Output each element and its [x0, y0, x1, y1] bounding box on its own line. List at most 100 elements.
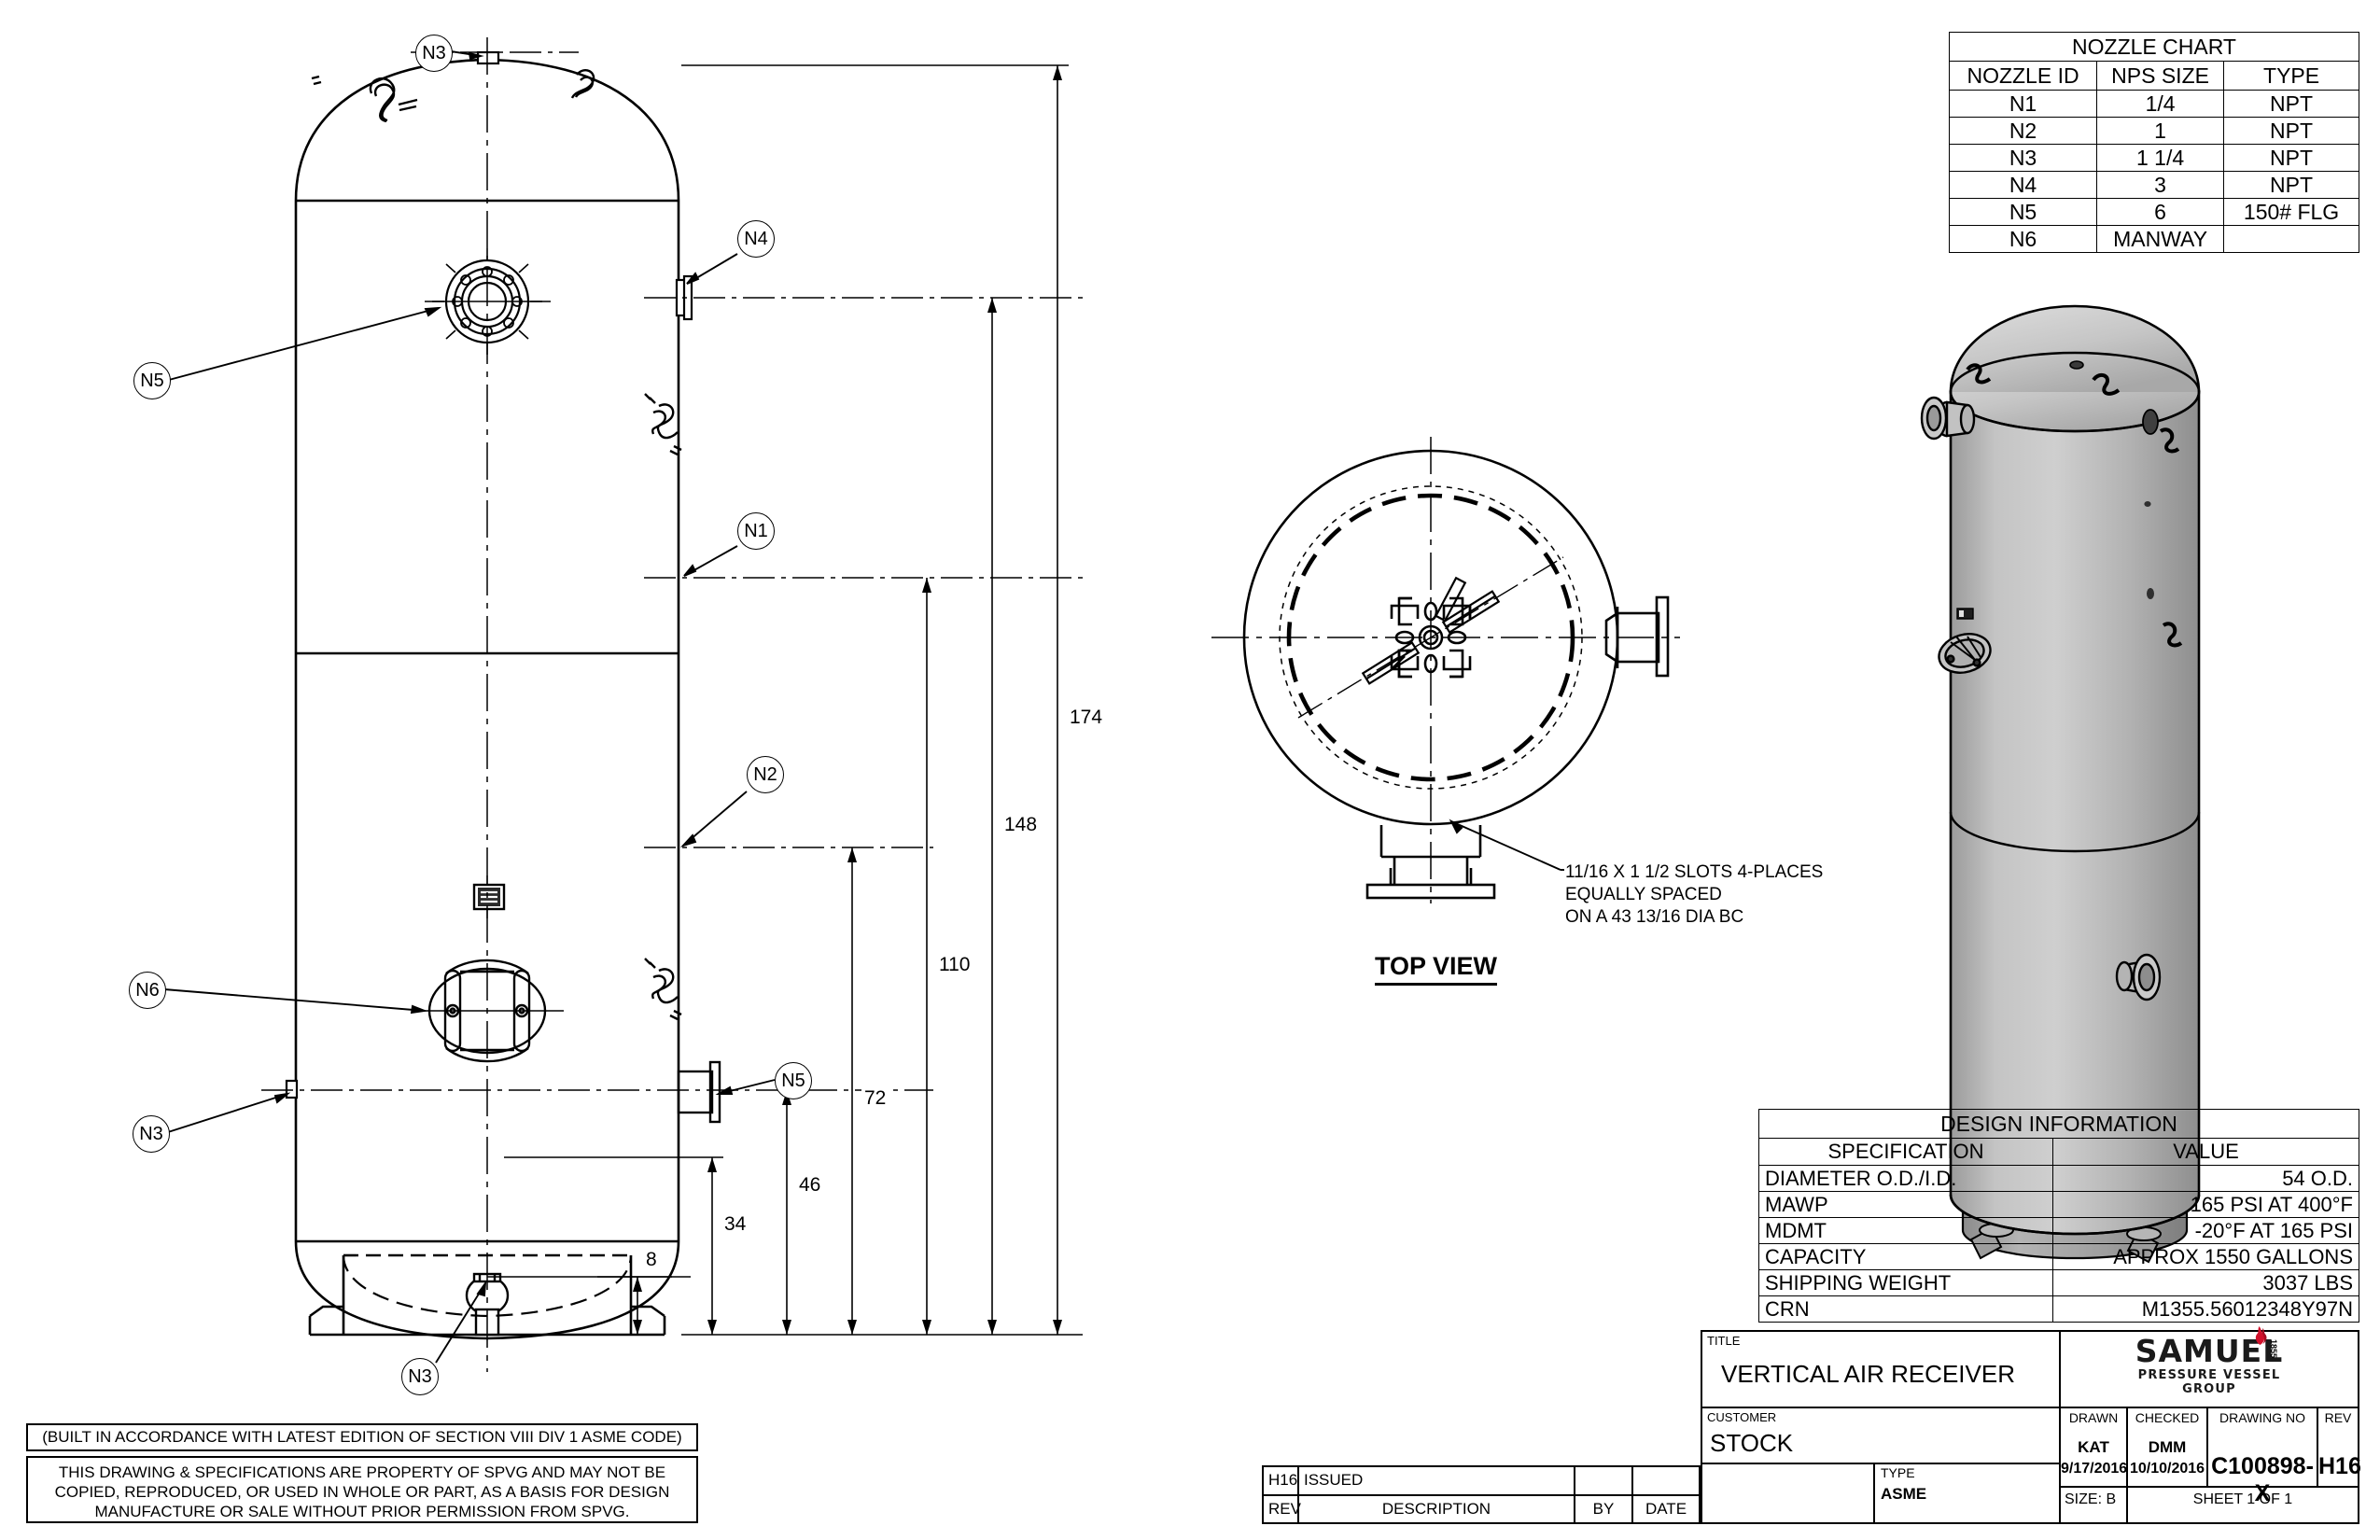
- drawing-title: VERTICAL AIR RECEIVER: [1721, 1360, 2015, 1388]
- sheet-label: SHEET 1 OF 1: [2192, 1491, 2293, 1507]
- rev-value: H16: [2318, 1453, 2361, 1479]
- balloon-n1-side[interactable]: N1: [737, 512, 775, 550]
- spec-value: 54 O.D.: [2052, 1165, 2359, 1192]
- slot-note: 11/16 X 1 1/2 SLOTS 4-PLACES EQUALLY SPA…: [1565, 862, 1824, 927]
- spec-label: MDMT: [1757, 1217, 2054, 1244]
- rev-row-description: ISSUED: [1304, 1471, 1364, 1489]
- size-cell: SIZE: B: [2061, 1488, 2128, 1522]
- balloon-n2-side[interactable]: N2: [747, 756, 784, 793]
- drawn-date: 9/17/2016: [2061, 1461, 2128, 1477]
- type-cell: TYPE ASME: [1875, 1463, 2059, 1522]
- sheet-cell: SHEET 1 OF 1: [2128, 1488, 2358, 1522]
- table-row: N6 MANWAY: [1948, 225, 2359, 253]
- nozzle-size: 6: [2096, 198, 2225, 226]
- asme-code-note-text: (BUILT IN ACCORDANCE WITH LATEST EDITION…: [42, 1428, 682, 1446]
- revision-block: H16 ISSUED REV DESCRIPTION BY DATE: [1262, 1465, 1701, 1524]
- balloon-n5-lower-flange[interactable]: N5: [775, 1062, 812, 1099]
- design-info-header-value: VALUE: [2052, 1138, 2359, 1166]
- rev-header-by: BY: [1592, 1499, 1615, 1518]
- nozzle-id: N4: [1948, 171, 2098, 199]
- nozzle-id: N6: [1948, 225, 2098, 253]
- rev-header-description: DESCRIPTION: [1381, 1499, 1491, 1518]
- balloon-n6-manway[interactable]: N6: [129, 972, 166, 1009]
- table-row: N3 1 1/4 NPT: [1948, 144, 2359, 172]
- dim-to-n5: 46: [796, 1174, 824, 1197]
- rev-header-date: DATE: [1645, 1499, 1687, 1518]
- nozzle-type: [2223, 225, 2359, 253]
- drawing-number-cell: DRAWING NO C100898-X: [2208, 1408, 2318, 1506]
- nozzle-chart-header-size: NPS SIZE: [2096, 61, 2225, 91]
- checked-cell: CHECKED DMM 10/10/2016: [2128, 1408, 2208, 1486]
- table-row: MAWP 165 PSI AT 400°F: [1757, 1191, 2359, 1218]
- nozzle-chart: NOZZLE CHART NOZZLE ID NPS SIZE TYPE N1 …: [1948, 32, 2359, 253]
- balloon-n3-side[interactable]: N3: [133, 1115, 170, 1153]
- design-information-table: DESIGN INFORMATION SPECIFICATION VALUE D…: [1757, 1109, 2359, 1323]
- dim-to-n2: 72: [861, 1087, 889, 1110]
- nozzle-id: N5: [1948, 198, 2098, 226]
- title-block: TITLE VERTICAL AIR RECEIVER CUSTOMER STO…: [1701, 1326, 2361, 1524]
- drawn-by: KAT: [2078, 1438, 2109, 1456]
- nozzle-size: 1/4: [2096, 90, 2225, 118]
- spec-label: CRN: [1757, 1295, 2054, 1323]
- spec-label: MAWP: [1757, 1191, 2054, 1218]
- checked-date: 10/10/2016: [2129, 1461, 2205, 1477]
- customer-value: STOCK: [1710, 1429, 1794, 1457]
- spec-label: CAPACITY: [1757, 1243, 2054, 1270]
- spec-label: SHIPPING WEIGHT: [1757, 1269, 2054, 1296]
- nozzle-type: NPT: [2223, 90, 2359, 118]
- revision-header-row: REV DESCRIPTION BY DATE: [1264, 1495, 1699, 1522]
- spec-value: APPROX 1550 GALLONS: [2052, 1243, 2359, 1270]
- rev-label: REV: [2324, 1410, 2352, 1425]
- rev-cell: REV H16: [2318, 1408, 2361, 1486]
- spec-label: DIAMETER O.D./I.D.: [1757, 1165, 2054, 1192]
- drawing-no-value: C100898-X: [2211, 1453, 2314, 1506]
- customer-cell: CUSTOMER STOCK: [1702, 1408, 2059, 1463]
- rev-header-rev: REV: [1268, 1499, 1301, 1518]
- checked-by: DMM: [2148, 1438, 2187, 1456]
- table-row: N5 6 150# FLG: [1948, 198, 2359, 226]
- balloon-n5-top-flange[interactable]: N5: [133, 362, 171, 399]
- balloon-n3-top[interactable]: N3: [415, 35, 453, 72]
- table-row: N4 3 NPT: [1948, 171, 2359, 199]
- dim-to-n4: 148: [1001, 814, 1041, 836]
- dim-to-n1: 110: [936, 954, 973, 976]
- company-logo: SAMUEL 1855 PRESSURE VESSEL GROUP: [2061, 1326, 2358, 1408]
- drawn-cell: DRAWN KAT 9/17/2016: [2061, 1408, 2128, 1486]
- nozzle-id: N1: [1948, 90, 2098, 118]
- rev-row-rev: H16: [1268, 1471, 1298, 1489]
- nozzle-size: 1: [2096, 117, 2225, 145]
- drawing-title-cell: TITLE VERTICAL AIR RECEIVER: [1702, 1332, 2059, 1408]
- nozzle-type: NPT: [2223, 171, 2359, 199]
- table-row: MDMT -20°F AT 165 PSI: [1757, 1217, 2359, 1244]
- nozzle-type: 150# FLG: [2223, 198, 2359, 226]
- design-info-header-spec: SPECIFICATION: [1757, 1138, 2054, 1166]
- table-row: N1 1/4 NPT: [1948, 90, 2359, 118]
- table-row: H16 ISSUED: [1264, 1467, 1699, 1496]
- nozzle-chart-title: NOZZLE CHART: [1949, 32, 2359, 62]
- spec-value: 3037 LBS: [2052, 1269, 2359, 1296]
- type-label: TYPE: [1881, 1465, 1915, 1480]
- nozzle-id: N2: [1948, 117, 2098, 145]
- table-row: CRN M1355.56012348Y97N: [1757, 1295, 2359, 1323]
- checked-label: CHECKED: [2135, 1410, 2200, 1425]
- spec-value: 165 PSI AT 400°F: [2052, 1191, 2359, 1218]
- top-view-label: TOP VIEW: [1375, 952, 1498, 986]
- nozzle-type: NPT: [2223, 144, 2359, 172]
- drawing-no-label: DRAWING NO: [2219, 1410, 2306, 1425]
- table-row: CAPACITY APPROX 1550 GALLONS: [1757, 1243, 2359, 1270]
- type-value: ASME: [1881, 1485, 1927, 1503]
- logo-year: 1855: [2269, 1339, 2278, 1359]
- balloon-n4-side[interactable]: N4: [737, 220, 775, 258]
- blank-cell: [1702, 1463, 1875, 1522]
- table-row: N2 1 NPT: [1948, 117, 2359, 145]
- balloon-n3-bottom-drain[interactable]: N3: [401, 1358, 439, 1395]
- property-note-text: THIS DRAWING & SPECIFICATIONS ARE PROPER…: [54, 1463, 670, 1520]
- spec-value: -20°F AT 165 PSI: [2052, 1217, 2359, 1244]
- logo-subtitle: PRESSURE VESSEL GROUP: [2137, 1368, 2281, 1396]
- dim-skirt-height: 8: [643, 1249, 660, 1271]
- dim-overall-height: 174: [1067, 707, 1106, 729]
- spec-value: M1355.56012348Y97N: [2052, 1295, 2359, 1323]
- flame-icon: [2255, 1326, 2266, 1345]
- title-label: TITLE: [1707, 1334, 1741, 1348]
